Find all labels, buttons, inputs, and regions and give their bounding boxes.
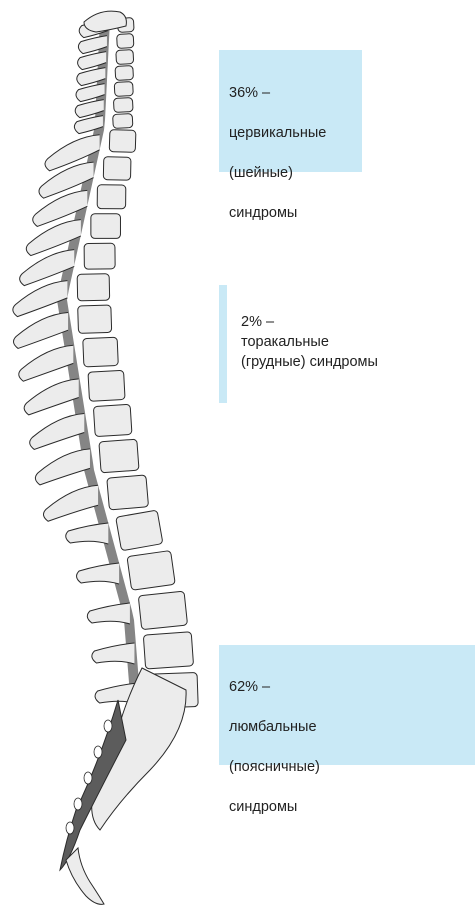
spinous-process <box>92 643 135 664</box>
vertebral-body <box>117 34 134 49</box>
vertebral-body <box>109 130 136 153</box>
sacral-foramen <box>74 798 82 810</box>
vertebral-body <box>99 439 139 473</box>
vertebral-body <box>113 113 133 128</box>
spinous-process <box>24 379 79 415</box>
cervical-line-4: синдромы <box>229 203 362 223</box>
vertebral-body <box>115 66 134 81</box>
vertebral-body <box>143 632 193 669</box>
cervical-line-2: цервикальные <box>229 123 362 143</box>
spinous-process <box>30 413 85 449</box>
vertebral-body <box>97 185 126 209</box>
vertebral-body <box>103 157 131 180</box>
thoracic-callout-bar <box>219 285 227 403</box>
thoracic-callout: 2% – торакальные (грудные) синдромы <box>241 312 378 372</box>
thoracic-line-2: торакальные <box>241 332 378 352</box>
spinous-process <box>87 603 130 624</box>
vertebral-body <box>107 475 149 510</box>
spinous-process <box>19 345 74 381</box>
lumbar-line-1: 62% – <box>229 677 475 697</box>
thoracic-line-3: (грудные) синдромы <box>241 352 378 372</box>
cervical-callout: 36% – цервикальные (шейные) синдромы <box>219 50 362 172</box>
thoracic-line-1: 2% – <box>241 312 378 332</box>
lumbar-line-2: люмбальные <box>229 717 475 737</box>
vertebral-body <box>77 274 110 301</box>
sacral-foramen <box>94 746 102 758</box>
spinous-process <box>14 312 69 348</box>
spinous-process <box>66 523 109 544</box>
vertebral-body <box>138 591 187 630</box>
spinous-process <box>35 449 90 485</box>
lumbar-line-3: (поясничные) <box>229 757 475 777</box>
coccyx <box>66 848 104 904</box>
vertebral-body <box>84 243 115 269</box>
lumbar-line-4: синдромы <box>229 797 475 817</box>
vertebral-body <box>88 370 125 401</box>
cervical-line-1: 36% – <box>229 83 362 103</box>
lumbar-callout: 62% – люмбальные (поясничные) синдромы <box>219 645 475 765</box>
sacral-foramen <box>104 720 112 732</box>
vertebral-body <box>78 305 112 333</box>
sacral-foramen <box>84 772 92 784</box>
vertebral-body <box>116 50 134 65</box>
spinous-process <box>77 563 120 584</box>
vertebral-body <box>113 98 133 113</box>
cervical-line-3: (шейные) <box>229 163 362 183</box>
vertebral-body <box>83 337 119 367</box>
vertebral-body <box>93 404 132 436</box>
vertebral-body <box>116 510 163 551</box>
sacrum-coccyx <box>60 668 186 904</box>
spinous-process <box>43 485 98 521</box>
vertebral-body <box>91 214 121 239</box>
vertebral-body <box>127 551 175 591</box>
vertebral-body <box>114 82 133 97</box>
sacral-foramen <box>66 822 74 834</box>
